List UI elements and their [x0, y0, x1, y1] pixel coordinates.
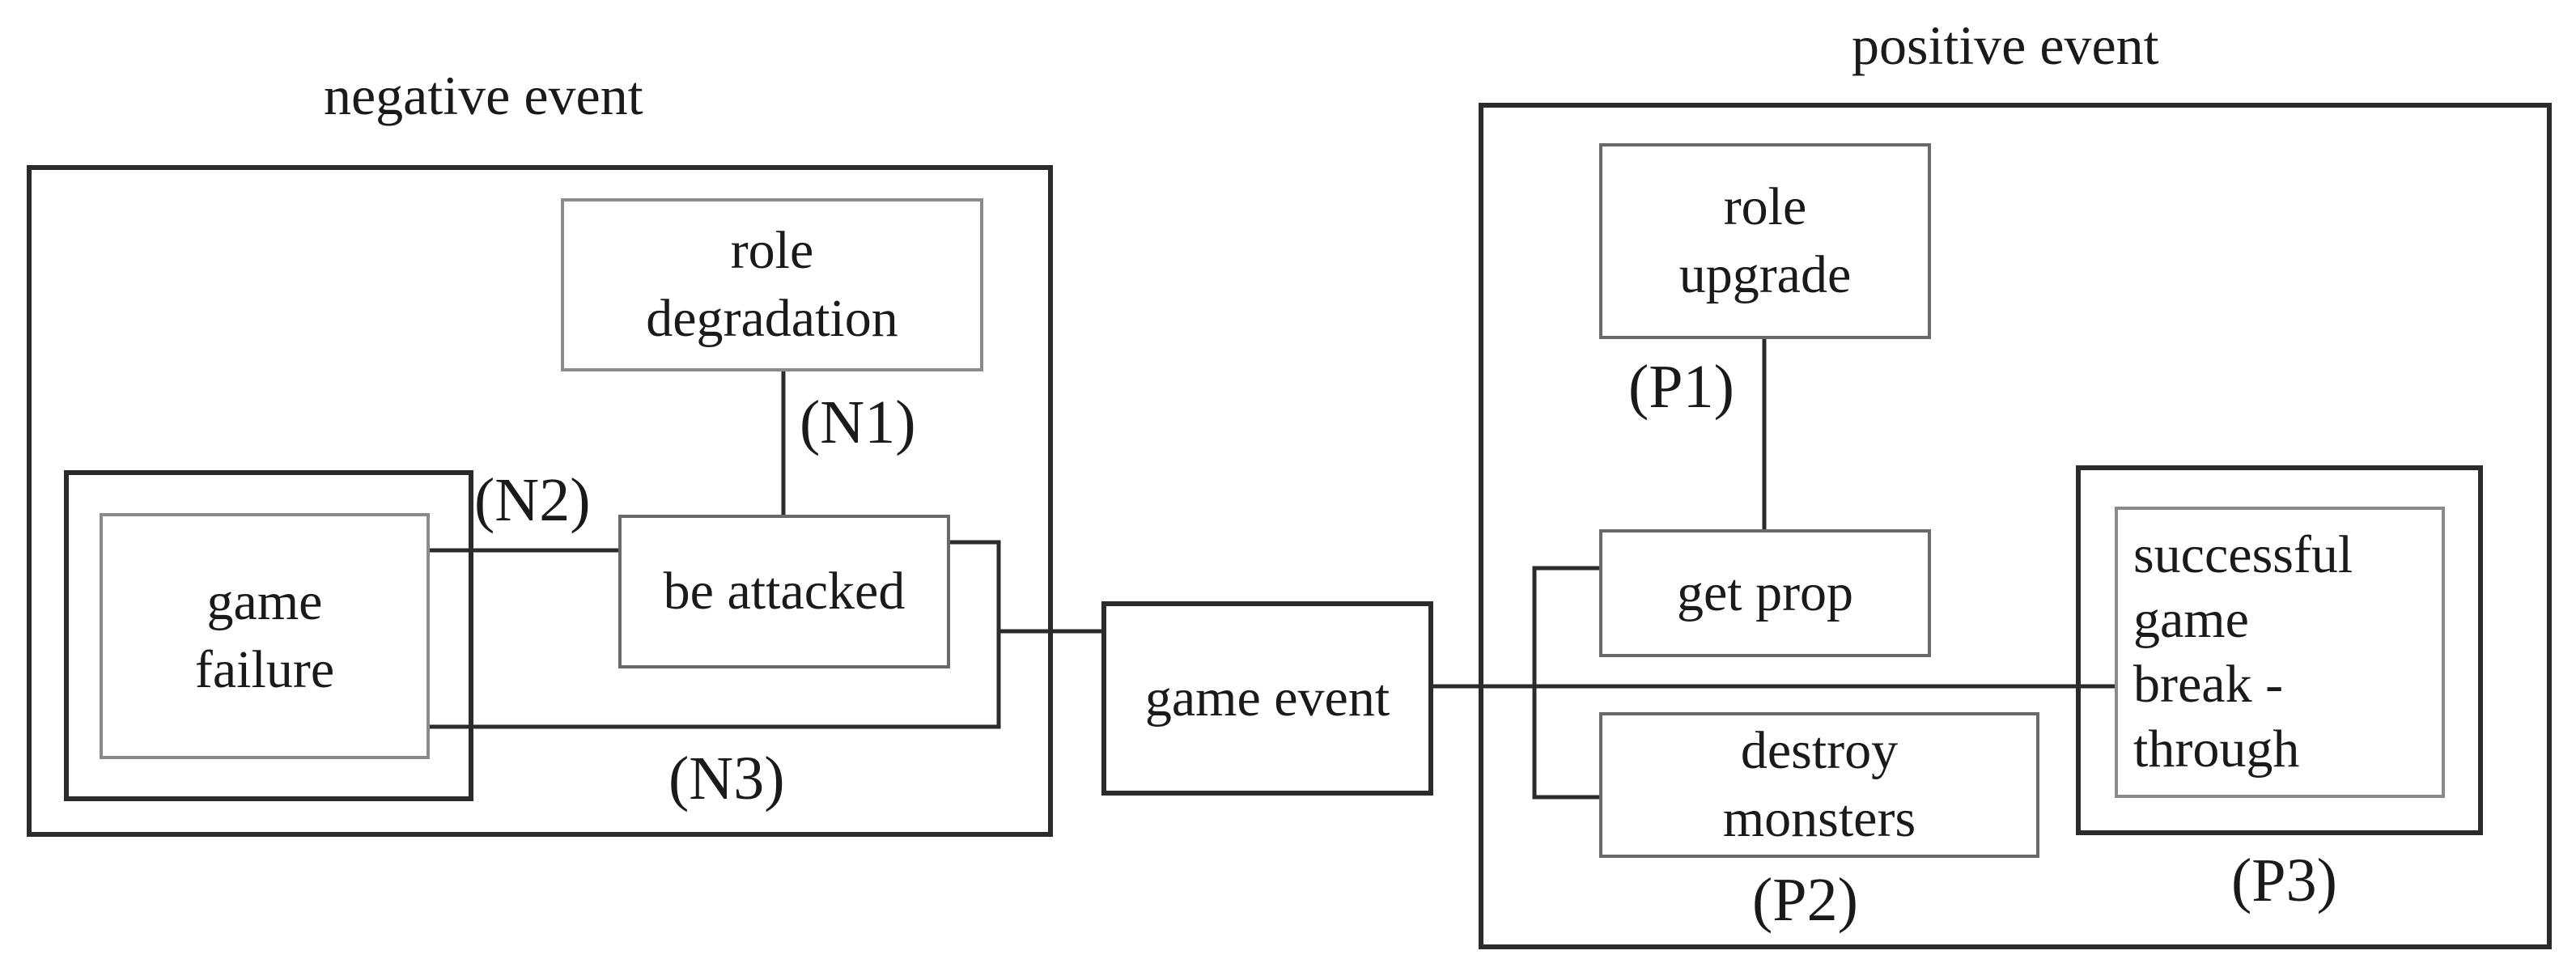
role-upgrade-label: role upgrade: [1601, 145, 1929, 337]
edge-n3: [428, 540, 1001, 729]
role-upgrade-line-2: upgrade: [1678, 245, 1852, 304]
edge-label-n3: (N3): [668, 745, 785, 813]
role-degradation-box: [561, 198, 983, 371]
edge-label-p3: (P3): [2231, 847, 2337, 914]
be-attacked-label: be attacked: [620, 516, 948, 667]
edge-p2: [1532, 566, 1601, 800]
get-prop-line-1: get prop: [1676, 563, 1854, 622]
negative-event-group-frame: [27, 165, 1053, 837]
role-degradation-label: role degradation: [562, 200, 982, 370]
role-degradation-line-1: role: [730, 221, 814, 280]
edge-label-p1: (P1): [1628, 353, 1734, 421]
successful-breakthrough-line-3: break -: [2133, 655, 2284, 714]
be-attacked-line-1: be attacked: [663, 562, 906, 621]
game-failure-outer-box: [64, 470, 473, 801]
successful-breakthrough-line-1: successful: [2133, 525, 2353, 584]
game-event-label: game event: [1104, 604, 1431, 793]
edge-label-p2: (P2): [1752, 866, 1858, 934]
destroy-monsters-label: destroy monsters: [1601, 714, 2038, 856]
game-failure-label: game failure: [101, 515, 428, 757]
destroy-monsters-line-1: destroy: [1740, 721, 1899, 780]
successful-breakthrough-box: [2115, 507, 2445, 798]
positive-event-group-frame: [1479, 103, 2552, 949]
successful-breakthrough-label: successful game break - through: [2133, 508, 2441, 796]
destroy-monsters-line-2: monsters: [1722, 789, 1916, 848]
game-failure-line-1: game: [206, 572, 323, 631]
game-event-line-1: game event: [1144, 668, 1390, 728]
role-upgrade-line-1: role: [1723, 177, 1807, 236]
negative-event-title: negative event: [324, 65, 643, 126]
destroy-monsters-box: [1599, 712, 2039, 858]
get-prop-box: [1599, 529, 1931, 657]
role-upgrade-box: [1599, 143, 1931, 339]
game-failure-box: [100, 513, 430, 759]
successful-breakthrough-line-4: through: [2133, 719, 2300, 779]
successful-breakthrough-line-2: game: [2133, 590, 2249, 649]
edge-label-n2: (N2): [474, 466, 591, 534]
game-event-box: [1101, 601, 1433, 796]
be-attacked-box: [618, 515, 950, 668]
positive-event-title: positive event: [1852, 15, 2159, 76]
get-prop-label: get prop: [1601, 531, 1929, 656]
game-failure-line-2: failure: [194, 640, 335, 699]
edge-label-n1: (N1): [800, 388, 916, 456]
successful-breakthrough-outer-box: [2076, 465, 2483, 835]
role-degradation-line-2: degradation: [646, 289, 898, 348]
